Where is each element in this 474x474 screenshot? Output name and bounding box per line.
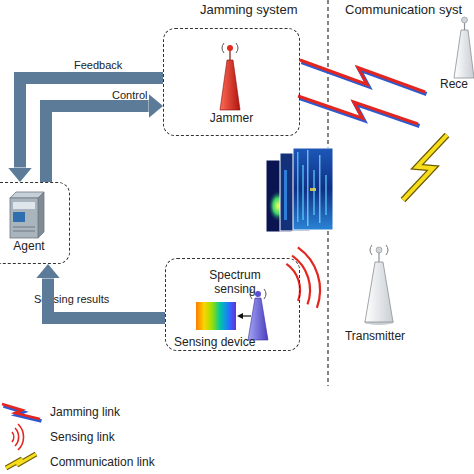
jammer-mast xyxy=(229,50,230,60)
legend-communication-sample xyxy=(6,454,36,468)
spectrogram-panel xyxy=(293,148,333,230)
transmitter-tip xyxy=(376,247,382,253)
legend-sensing-sample xyxy=(12,424,24,450)
legend-entry: Communication link xyxy=(0,455,200,471)
edge-label: Sensing results xyxy=(34,292,109,306)
jammer-box: Jammer xyxy=(163,28,300,136)
block-arrow xyxy=(20,78,163,168)
block-arrow xyxy=(48,278,165,318)
transmitter-mast xyxy=(378,252,379,262)
spectrogram-streak xyxy=(307,150,309,226)
jammer-waves xyxy=(222,43,238,53)
communication-link xyxy=(403,135,447,200)
jammer-tip xyxy=(227,45,233,51)
sensing-arc xyxy=(286,264,300,301)
legend-entry: Jamming link xyxy=(0,405,200,421)
sensing-arrow-head xyxy=(237,313,243,319)
legend-label: Jamming link xyxy=(50,405,120,419)
connector-group xyxy=(46,106,149,182)
connector-group xyxy=(20,78,163,168)
server-screen xyxy=(13,212,25,222)
connector-group xyxy=(300,60,427,94)
legend-entry: Sensing link xyxy=(0,430,200,446)
legend-label: Communication link xyxy=(50,455,155,469)
receiver-tower xyxy=(454,30,474,78)
sensing-caption: Spectrum sensing xyxy=(202,268,268,296)
connector-group xyxy=(48,278,165,318)
spectrogram-streak xyxy=(319,155,321,223)
spectrogram-streak xyxy=(284,170,287,220)
node-label: Sensing device xyxy=(174,335,274,349)
spectrogram-streak xyxy=(302,165,304,220)
node-label: Transmitter xyxy=(335,329,415,343)
block-arrow xyxy=(46,106,149,182)
transmitter-station: Transmitter xyxy=(335,200,415,345)
server-side xyxy=(38,192,44,238)
node-label: Rece xyxy=(440,77,474,91)
sensing-antenna xyxy=(248,298,268,340)
sensing-arc xyxy=(292,256,310,305)
jamming-link-outline xyxy=(302,62,427,94)
section-heading: Jamming system xyxy=(200,3,298,17)
receiver-station: Rece xyxy=(425,15,474,135)
transmitter-tower xyxy=(365,262,393,322)
transmitter-waves xyxy=(370,245,388,255)
spectrogram-streak xyxy=(297,152,299,222)
jamming-bolt xyxy=(298,96,418,124)
spectrogram-streak xyxy=(325,175,327,215)
legend-communication-sample-outline xyxy=(6,454,36,468)
agent-box: Agent xyxy=(0,182,70,264)
node-label: Agent xyxy=(0,239,69,253)
jamming-link xyxy=(300,60,425,92)
connector-group xyxy=(403,135,447,200)
spectrum-bar xyxy=(196,302,236,330)
sensing-arc xyxy=(298,247,320,307)
server-slot xyxy=(13,231,35,232)
legend-jamming-sample xyxy=(2,404,40,419)
server-panel xyxy=(13,202,35,209)
edge-label: Control xyxy=(112,88,147,102)
edge-label: Feedback xyxy=(74,58,122,72)
sensing-antenna-tip xyxy=(255,291,261,297)
receiver-tip xyxy=(462,17,468,23)
sensing-arrow-shaft xyxy=(242,315,251,316)
spectrogram-spot xyxy=(310,188,316,191)
node-label: Jammer xyxy=(164,111,299,125)
jammer-tower xyxy=(220,60,240,110)
communication-link-outline xyxy=(403,135,447,200)
legend-label: Sensing link xyxy=(50,430,115,444)
server-body xyxy=(10,198,38,238)
spectrogram-streak xyxy=(313,170,315,215)
server-slot xyxy=(13,227,35,228)
section-heading: Communication syst xyxy=(345,3,462,17)
sensing-device-box: Spectrum sensingSensing device xyxy=(165,258,300,351)
